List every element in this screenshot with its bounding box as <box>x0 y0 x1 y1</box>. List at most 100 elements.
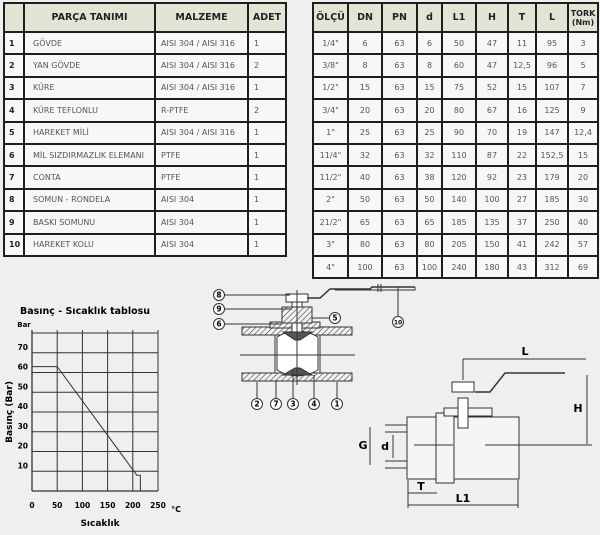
part-name: MİL SIZDIRMAZLIK ELEMANI <box>25 144 154 166</box>
x-tick-label: 200 <box>125 501 141 510</box>
dims-header-cell: TORK(Nm) <box>569 4 597 31</box>
dims-cell: 87 <box>477 144 507 166</box>
dims-cell: 7 <box>569 77 597 99</box>
dims-cell: 32 <box>349 144 381 166</box>
dims-cell: 100 <box>477 189 507 211</box>
dims-cell: 70 <box>477 122 507 143</box>
part-number: 3 <box>5 77 23 99</box>
x-tick-label: 50 <box>52 501 62 510</box>
dims-header-cell: L1 <box>443 4 475 31</box>
part-quantity: 1 <box>249 122 285 143</box>
y-tick-label: 30 <box>18 422 28 431</box>
dims-cell: 8 <box>349 55 381 76</box>
part-name: BASKI SOMUNU <box>25 212 154 233</box>
callout-number: 6 <box>216 320 221 329</box>
dims-cell: 11/4" <box>314 144 347 166</box>
part-number: 4 <box>5 100 23 121</box>
dims-cell: 63 <box>383 256 416 278</box>
dims-cell: 152,5 <box>537 144 567 166</box>
dims-cell: 80 <box>443 100 475 121</box>
x-tick-label: 0 <box>29 501 34 510</box>
callout-circle <box>270 398 282 410</box>
part-material: AISI 304 <box>156 212 247 233</box>
dims-cell: 150 <box>477 234 507 255</box>
part-number: 10 <box>5 234 23 255</box>
dims-cell: 41 <box>509 234 535 255</box>
dims-cell: 40 <box>349 167 381 188</box>
callout-circle <box>213 303 225 315</box>
part-quantity: 1 <box>249 212 285 233</box>
part-name: KÜRE TEFLONLU <box>25 100 154 121</box>
dims-cell: 20 <box>569 167 597 188</box>
part-name: GÖVDE <box>25 33 154 54</box>
dims-cell: 179 <box>537 167 567 188</box>
dims-cell: 11/2" <box>314 167 347 188</box>
part-material: AISI 304 / AISI 316 <box>156 33 247 54</box>
dims-cell: 63 <box>383 167 416 188</box>
callout-number: 2 <box>254 400 259 409</box>
dims-header-cell: T <box>509 4 535 31</box>
dims-cell: 52 <box>477 77 507 99</box>
dims-cell: 80 <box>349 234 381 255</box>
part-quantity: 1 <box>249 234 285 255</box>
part-material: AISI 304 / AISI 316 <box>156 77 247 99</box>
dims-cell: 1" <box>314 122 347 143</box>
y-unit-label: Bar <box>17 321 31 329</box>
part-quantity: 1 <box>249 189 285 211</box>
pressure-curve <box>32 366 141 491</box>
part-number: 8 <box>5 189 23 211</box>
dims-cell: 185 <box>537 189 567 211</box>
x-tick-label: 150 <box>100 501 116 510</box>
part-number: 7 <box>5 167 23 188</box>
dims-cell: 30 <box>569 189 597 211</box>
callout-circle <box>308 398 320 410</box>
section-view <box>240 284 416 385</box>
tork-unit: (Nm) <box>571 17 595 27</box>
part-quantity: 2 <box>249 100 285 121</box>
dims-cell: 63 <box>383 55 416 76</box>
dims-cell: 25 <box>418 122 441 143</box>
callout-number: 1 <box>334 400 339 409</box>
dims-cell: 23 <box>509 167 535 188</box>
dimension-label: G <box>358 439 367 452</box>
part-material: PTFE <box>156 167 247 188</box>
dims-cell: 32 <box>418 144 441 166</box>
part-name: HAREKET MİLİ <box>25 122 154 143</box>
x-unit-label: °C <box>171 505 181 514</box>
x-tick-label: 250 <box>150 501 166 510</box>
dims-cell: 63 <box>383 144 416 166</box>
dims-cell: 90 <box>443 122 475 143</box>
dims-cell: 75 <box>443 77 475 99</box>
dims-header-cell: PN <box>383 4 416 31</box>
part-material: AISI 304 <box>156 189 247 211</box>
dims-cell: 38 <box>418 167 441 188</box>
part-quantity: 2 <box>249 55 285 76</box>
dims-cell: 92 <box>477 167 507 188</box>
part-material: R-PTFE <box>156 100 247 121</box>
dims-cell: 63 <box>383 100 416 121</box>
dims-cell: 65 <box>418 212 441 233</box>
dims-header-cell: ÖLÇÜ <box>314 4 347 31</box>
dims-cell: 3/8" <box>314 55 347 76</box>
parts-header-cell: PARÇA TANIMI <box>25 4 154 31</box>
dims-cell: 63 <box>383 122 416 143</box>
dims-cell: 250 <box>537 212 567 233</box>
dims-cell: 15 <box>569 144 597 166</box>
callout-circle <box>287 398 299 410</box>
dims-cell: 95 <box>537 33 567 54</box>
dims-cell: 120 <box>443 167 475 188</box>
part-number: 2 <box>5 55 23 76</box>
dims-cell: 96 <box>537 55 567 76</box>
